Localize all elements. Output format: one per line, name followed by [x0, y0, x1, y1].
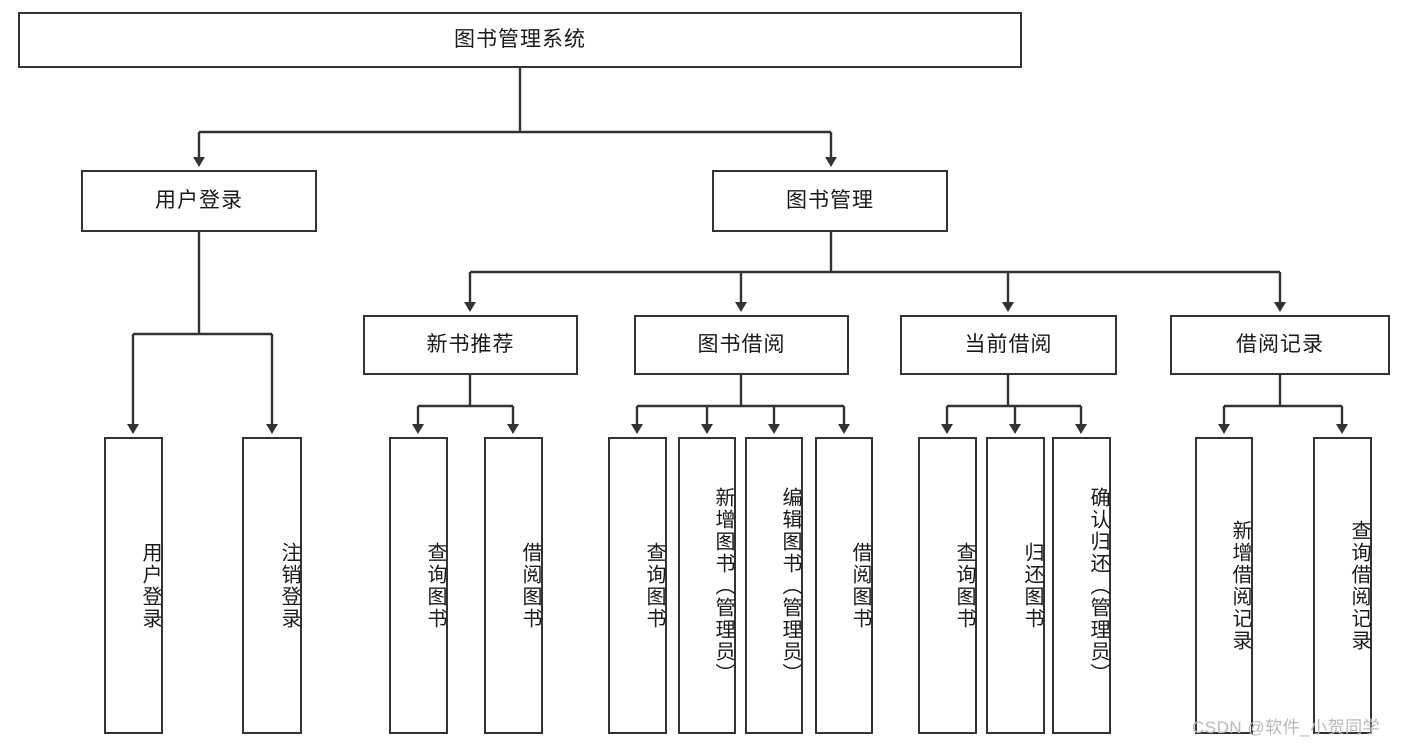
node-label: 当前借阅 [964, 333, 1053, 357]
node-label: 借阅记录 [1236, 333, 1324, 357]
node-label: 图书管理 [786, 189, 874, 213]
node-label: 借阅图书 [519, 541, 541, 630]
node-label: 查询借阅记录 [1348, 519, 1370, 652]
node-label: 新书推荐 [426, 333, 515, 357]
leaf-new-book-query[interactable]: 查询图书 [389, 437, 448, 734]
node-label: 新增借阅记录 [1229, 519, 1251, 652]
leaf-book-borrow-query[interactable]: 查询图书 [608, 437, 667, 734]
leaf-current-borrow-query[interactable]: 查询图书 [918, 437, 977, 734]
node-label: 归还图书 [1021, 541, 1043, 630]
node-root-system[interactable]: 图书管理系统 [18, 12, 1022, 68]
node-new-book-recommend[interactable]: 新书推荐 [363, 315, 578, 375]
leaf-user-login-signout[interactable]: 注销登录 [242, 437, 302, 734]
node-label: 借阅图书 [849, 541, 871, 630]
node-label: 注销登录 [278, 541, 300, 630]
leaf-book-borrow-edit[interactable]: 编辑图书（管理员） [745, 437, 803, 734]
node-label: 查询图书 [643, 541, 665, 630]
node-current-borrow[interactable]: 当前借阅 [900, 315, 1117, 375]
node-label: 用户登录 [139, 541, 161, 630]
node-book-management[interactable]: 图书管理 [712, 170, 948, 232]
node-label: 查询图书 [424, 541, 446, 630]
node-label: 确认归还（管理员） [1087, 486, 1109, 685]
node-label: 图书管理系统 [454, 28, 586, 52]
leaf-user-login-signin[interactable]: 用户登录 [104, 437, 163, 734]
node-label: 查询图书 [953, 541, 975, 630]
node-label: 图书借阅 [697, 333, 786, 357]
leaf-current-borrow-return[interactable]: 归还图书 [986, 437, 1045, 734]
node-borrow-record[interactable]: 借阅记录 [1170, 315, 1390, 375]
node-label: 编辑图书（管理员） [779, 486, 801, 685]
leaf-borrow-record-query[interactable]: 查询借阅记录 [1313, 437, 1372, 734]
leaf-borrow-record-add[interactable]: 新增借阅记录 [1195, 437, 1253, 734]
node-user-login[interactable]: 用户登录 [81, 170, 317, 232]
leaf-current-borrow-confirm[interactable]: 确认归还（管理员） [1052, 437, 1111, 734]
leaf-book-borrow-lend[interactable]: 借阅图书 [815, 437, 873, 734]
node-book-borrow[interactable]: 图书借阅 [634, 315, 849, 375]
leaf-new-book-borrow[interactable]: 借阅图书 [484, 437, 543, 734]
node-label: 新增图书（管理员） [712, 486, 734, 685]
node-label: 用户登录 [155, 189, 243, 213]
leaf-book-borrow-add[interactable]: 新增图书（管理员） [678, 437, 736, 734]
